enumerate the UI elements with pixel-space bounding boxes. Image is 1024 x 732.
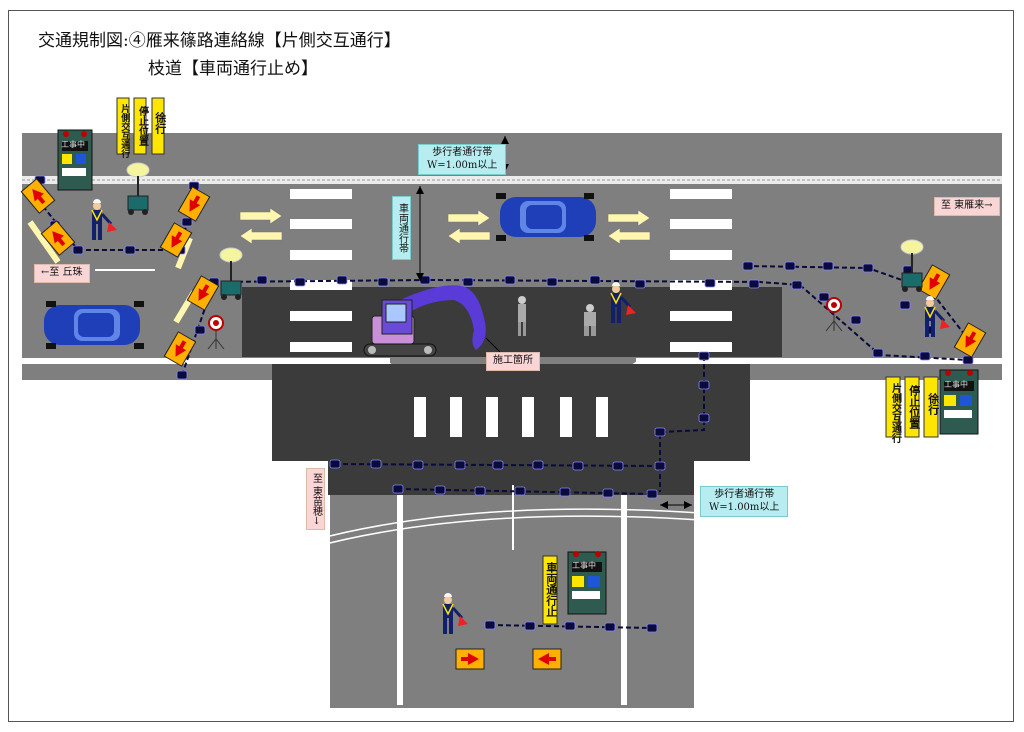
- car-icon: [496, 193, 596, 241]
- lane-width-label: 車両通行帯: [392, 196, 411, 260]
- diagram-title: 交通規制図:④雁来篠路連絡線【片側交互通行】: [38, 31, 401, 51]
- message-board-text: 工事中: [61, 140, 85, 149]
- message-board-text-2: 工事中: [944, 380, 968, 389]
- message-board-text-3: 工事中: [572, 561, 596, 570]
- sign-road-closed: 車両通行止: [544, 562, 558, 617]
- sign-one-lane-alternate: 片側交互通行: [119, 104, 130, 158]
- sign-stop-position-2: 停止位置: [907, 385, 921, 429]
- diagram-subtitle: 枝道【車両通行止め】: [148, 59, 318, 79]
- direction-label-south: 至 東苗穂→: [306, 468, 325, 530]
- sign-slow-2: 徐行: [926, 393, 940, 415]
- diagram-frame: [8, 10, 1014, 722]
- work-site-label: 施工箇所: [486, 352, 540, 371]
- sign-one-lane-alternate-2: 片側交互通行: [889, 383, 901, 443]
- sign-slow: 徐行: [153, 112, 167, 134]
- direction-label-east: 至 東雁来→: [934, 197, 1000, 216]
- direction-label-west: ←至 丘珠: [34, 264, 90, 283]
- sign-stop-position: 停止位置: [136, 106, 148, 146]
